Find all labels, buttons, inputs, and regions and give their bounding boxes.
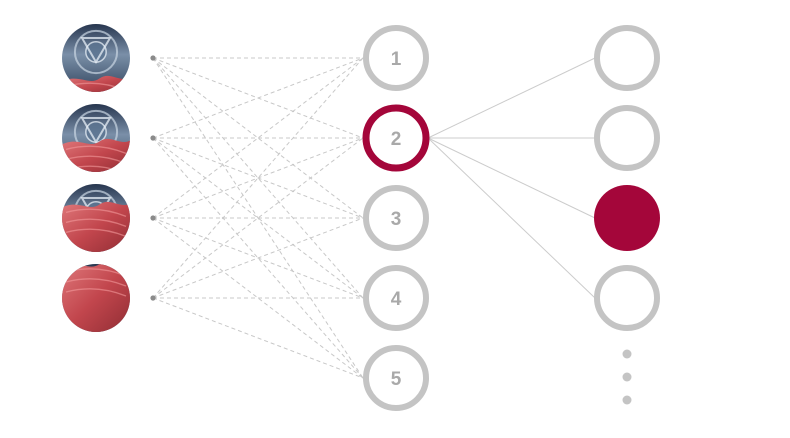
hidden-node-label: 2 <box>391 129 402 150</box>
ellipsis-dot <box>622 372 632 382</box>
hidden-node-label: 4 <box>391 289 402 310</box>
ellipsis-dot <box>622 349 632 359</box>
vertical-ellipsis-icon <box>622 349 632 405</box>
washer-drum-fabric-icon <box>62 264 130 332</box>
input-dot <box>150 135 156 141</box>
washer-drum-fabric-icon <box>62 184 130 252</box>
hidden-node-circle <box>363 265 429 331</box>
hidden-node-label: 5 <box>391 369 402 390</box>
output-node <box>594 25 660 91</box>
hidden-node-circle <box>363 25 429 91</box>
connection-line-solid <box>427 137 596 219</box>
hidden-node-circle <box>363 185 429 251</box>
ellipsis-dot <box>622 395 632 405</box>
washer-drum-fabric-icon <box>62 104 130 172</box>
connection-line-dashed <box>152 57 364 219</box>
hidden-node-4: 4 <box>363 265 429 331</box>
connection-line-dashed <box>152 137 364 299</box>
hidden-node-2: 2 <box>362 104 430 172</box>
hidden-node-circle <box>362 104 430 172</box>
input-dot <box>150 295 156 301</box>
connection-line-dashed <box>152 217 364 299</box>
hidden-node-label: 3 <box>391 209 402 230</box>
washer-drum-fabric-icon <box>62 24 130 92</box>
connection-line-dashed <box>152 57 364 219</box>
input-dot <box>150 55 156 61</box>
connection-line-solid <box>427 57 596 139</box>
output-layer <box>594 25 660 331</box>
connection-line-dashed <box>152 217 364 379</box>
hidden-node-1: 1 <box>363 25 429 91</box>
hidden-layer: 1 2 3 4 5 <box>362 25 430 411</box>
connection-line-dashed <box>152 137 364 219</box>
input-to-hidden-connections <box>152 57 364 379</box>
connection-line-solid <box>427 137 596 299</box>
active-to-output-connections <box>427 57 596 299</box>
output-node <box>594 265 660 331</box>
output-node <box>594 105 660 171</box>
connection-line-dashed <box>152 57 364 139</box>
hidden-node-5: 5 <box>363 345 429 411</box>
input-dot <box>150 215 156 221</box>
connection-line-dashed <box>152 137 364 299</box>
hidden-node-label: 1 <box>391 49 402 70</box>
hidden-node-3: 3 <box>363 185 429 251</box>
output-node-selected <box>594 185 660 251</box>
connection-line-dashed <box>152 297 364 379</box>
input-layer <box>62 24 156 332</box>
hidden-node-circle <box>363 345 429 411</box>
